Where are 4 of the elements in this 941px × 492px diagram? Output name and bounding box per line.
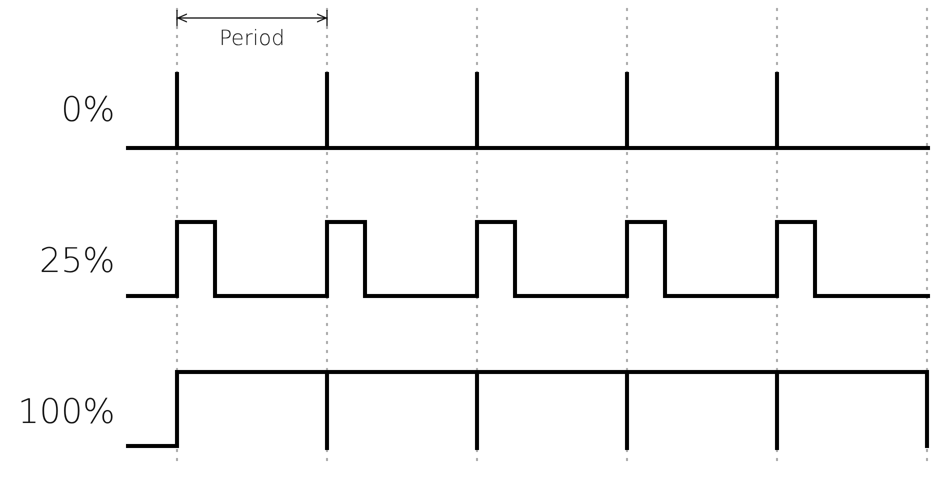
dimension-label: Period [219, 26, 285, 50]
duty-cycle-label: 100% [18, 392, 115, 432]
duty-cycle-label: 25% [39, 241, 115, 281]
duty-cycle-label: 0% [61, 90, 115, 130]
